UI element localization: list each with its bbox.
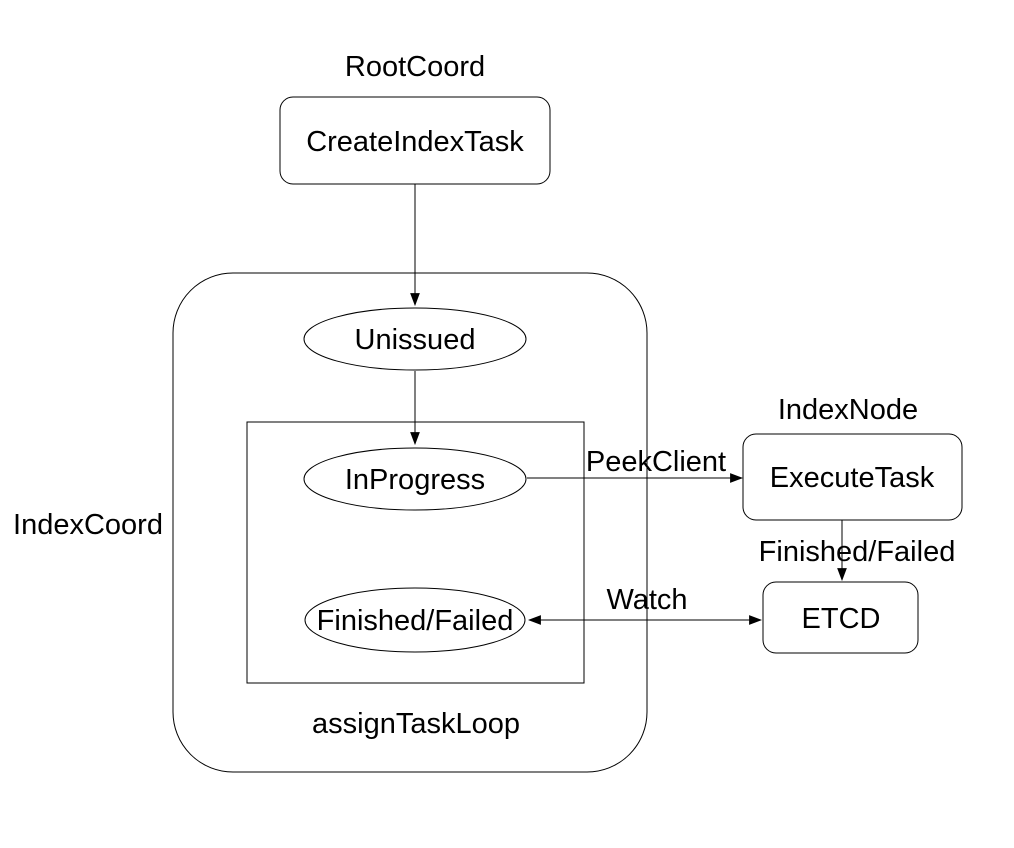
finished-failed-edge-label: Finished/Failed (759, 536, 956, 568)
root-coord-label: RootCoord (345, 51, 485, 83)
etcd-label: ETCD (802, 603, 881, 635)
index-coord-label: IndexCoord (13, 509, 163, 541)
node-create-index-task (279, 96, 551, 185)
node-finished-failed (304, 587, 526, 653)
peek-client-label: PeekClient (586, 446, 726, 478)
index-coord-container (172, 272, 648, 773)
node-unissued (303, 307, 527, 371)
in-progress-label: InProgress (345, 464, 485, 496)
watch-label: Watch (606, 584, 687, 616)
node-in-progress (303, 447, 527, 511)
assign-task-loop-label: assignTaskLoop (312, 708, 520, 740)
node-execute-task (742, 433, 963, 521)
node-etcd (762, 581, 919, 654)
finished-failed-state-label: Finished/Failed (317, 605, 514, 637)
unissued-label: Unissued (355, 324, 476, 356)
assign-task-loop-container (246, 421, 585, 684)
index-node-label: IndexNode (778, 394, 918, 426)
create-index-task-label: CreateIndexTask (306, 126, 524, 158)
execute-task-label: ExecuteTask (770, 462, 935, 494)
